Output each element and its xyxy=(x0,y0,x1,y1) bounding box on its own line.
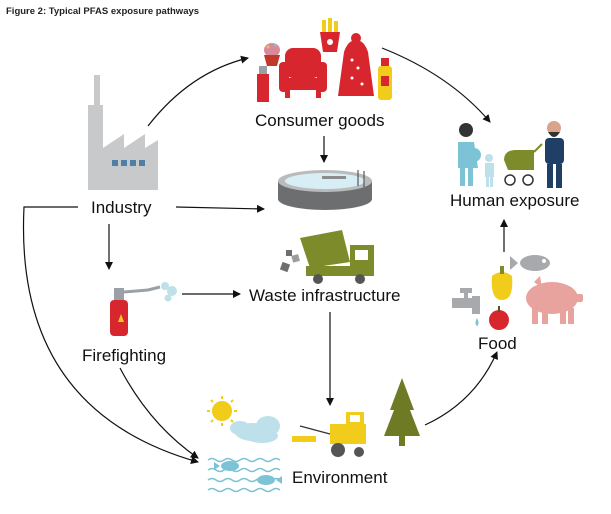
label-firefighting: Firefighting xyxy=(82,346,167,365)
faucet-icon xyxy=(452,288,480,326)
arrow-environment-to-food xyxy=(424,351,498,426)
pathway-arrows xyxy=(22,47,508,464)
arrow-firefighting-to-environment xyxy=(119,367,199,459)
arrow-industry-to-environment xyxy=(22,206,199,464)
water-fish-icon xyxy=(207,457,282,493)
label-industry: Industry xyxy=(91,198,152,217)
water-tank-icon xyxy=(278,170,372,210)
label-waste-infrastructure: Waste infrastructure xyxy=(249,286,401,305)
sun-icon xyxy=(207,396,237,426)
apple-icon xyxy=(489,306,509,330)
family-icon xyxy=(458,121,564,188)
fire-extinguisher-icon xyxy=(110,282,177,336)
label-environment: Environment xyxy=(292,468,388,487)
detergent-bottle-icon xyxy=(378,58,392,100)
tractor-icon xyxy=(292,412,366,457)
pig-icon xyxy=(526,276,583,324)
figure-title: Figure 2: Typical PFAS exposure pathways xyxy=(6,6,200,17)
pepper-icon xyxy=(491,266,513,300)
arrow-industry-to-consumer-goods xyxy=(147,55,249,127)
spray-can-icon xyxy=(257,66,269,102)
cloud-icon xyxy=(230,416,280,443)
dress-icon xyxy=(338,33,374,96)
label-food: Food xyxy=(478,334,517,353)
dump-truck-icon xyxy=(279,230,374,284)
label-consumer-goods: Consumer goods xyxy=(255,111,385,130)
armchair-icon xyxy=(279,48,327,98)
fish-icon xyxy=(510,255,550,271)
factory-icon xyxy=(88,75,158,190)
fries-icon xyxy=(320,18,340,52)
label-human-exposure: Human exposure xyxy=(450,191,580,210)
arrow-consumer-goods-to-human-exposure xyxy=(381,47,491,123)
cupcake-icon xyxy=(264,43,280,66)
tree-icon xyxy=(384,378,420,446)
consumer-goods-icons xyxy=(257,18,392,102)
arrow-industry-to-waste xyxy=(175,204,265,213)
